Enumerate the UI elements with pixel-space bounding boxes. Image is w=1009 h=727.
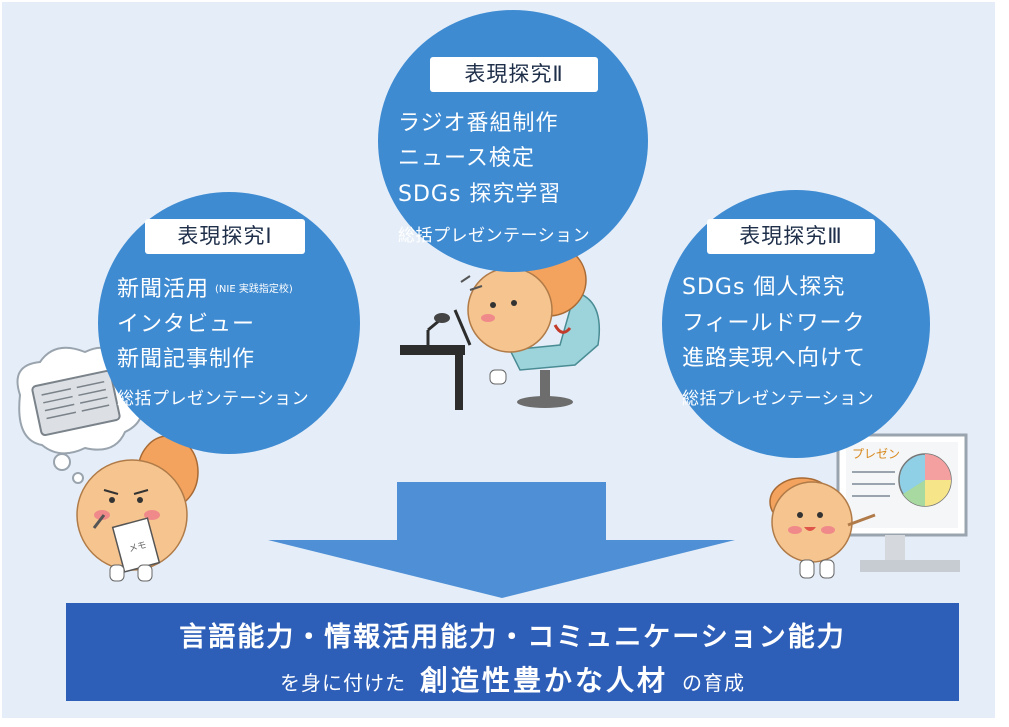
banner-line-2: を身に付けた創造性豊かな人材の育成 bbox=[66, 659, 959, 699]
stage-2-item: ラジオ番組制作 bbox=[398, 111, 559, 136]
stage-3-item: SDGs 個人探究 bbox=[682, 275, 846, 300]
desk bbox=[400, 345, 465, 355]
stage-2-title: 表現探究Ⅱ bbox=[430, 57, 598, 92]
stage-2-item: SDGs 探究学習 bbox=[398, 182, 562, 207]
stage-1-item: インタビュー bbox=[117, 312, 256, 337]
down-arrow bbox=[268, 482, 735, 598]
stage-1-title: 表現探究Ⅰ bbox=[145, 219, 305, 254]
stage-1-item: 総括プレゼンテーション bbox=[117, 389, 310, 409]
stage-1-item-note: (NIE 実践指定校) bbox=[215, 284, 293, 295]
memo-text: メモ bbox=[128, 540, 148, 554]
stage-2-item: ニュース検定 bbox=[398, 146, 535, 171]
banner-line-2-post: の育成 bbox=[682, 671, 745, 695]
banner-line-2-pre: を身に付けた bbox=[279, 671, 406, 695]
chair bbox=[508, 291, 601, 371]
stage-3-item: 総括プレゼンテーション bbox=[682, 389, 875, 409]
stage-1-item: 新聞活用(NIE 実践指定校) bbox=[117, 277, 293, 302]
stage-1-item: 新聞記事制作 bbox=[117, 347, 256, 372]
microphone-icon bbox=[434, 313, 450, 323]
stage-2-item: 総括プレゼンテーション bbox=[398, 226, 591, 246]
character-left: メモ bbox=[76, 435, 199, 582]
stage-3-title: 表現探究Ⅲ bbox=[707, 219, 875, 254]
goal-banner: 言語能力・情報活用能力・コミュニケーション能力 を身に付けた創造性豊かな人材の育… bbox=[66, 603, 959, 701]
stage-3-item: フィールドワーク bbox=[682, 311, 866, 336]
stage-3-item: 進路実現へ向けて bbox=[682, 346, 867, 371]
banner-line-2-emphasis: 創造性豊かな人材 bbox=[419, 664, 668, 697]
banner-line-1: 言語能力・情報活用能力・コミュニケーション能力 bbox=[179, 622, 846, 653]
presentation-illustration: プレゼン bbox=[769, 433, 968, 579]
newspaper-icon bbox=[31, 369, 121, 437]
screen-label: プレゼン bbox=[852, 447, 900, 461]
stage-2-circle bbox=[378, 10, 648, 272]
